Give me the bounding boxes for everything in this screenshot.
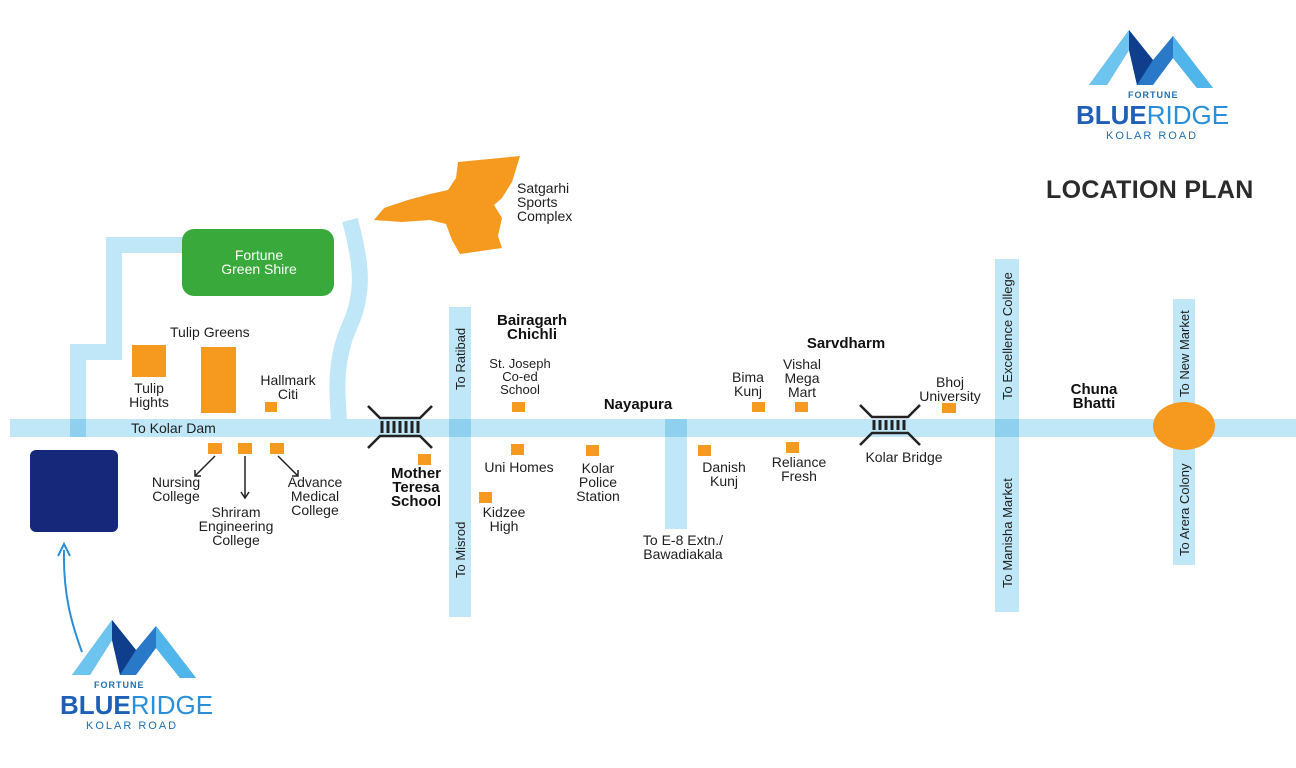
road-to-fortune-green-shire xyxy=(70,237,185,420)
label-sarvdharm: Sarvdharm xyxy=(806,335,886,352)
advance-medical-marker xyxy=(270,443,284,454)
label-hallmark-citi: Hallmark Citi xyxy=(260,372,316,402)
label-tulip-hights: Tulip Hights xyxy=(129,380,169,410)
label-vishal-mega-mart: Vishal Mega Mart xyxy=(783,356,821,400)
road-ratibad-misrod xyxy=(449,307,471,617)
label-to-arera-colony: To Arera Colony xyxy=(1177,463,1192,557)
label-st-joseph: St. Joseph Co-ed School xyxy=(489,356,551,397)
label-fortune-green-shire: Fortune Green Shire xyxy=(221,247,297,277)
satgarhi-sports-complex-area xyxy=(374,156,520,254)
logo-top-text: FORTUNE xyxy=(1128,90,1179,100)
logo-brand-ridge: RIDGE xyxy=(130,690,214,720)
label-to-misrod: To Misrod xyxy=(453,521,468,578)
label-danish-kunj: Danish Kunj xyxy=(702,459,746,489)
mother-teresa-marker xyxy=(418,454,431,465)
page-title: LOCATION PLAN xyxy=(1046,176,1254,204)
logo-sub-text: KOLAR ROAD xyxy=(86,720,179,732)
logo-top-text: FORTUNE xyxy=(94,680,145,690)
arrow-icon xyxy=(62,549,83,653)
label-bhoj-university: Bhoj University xyxy=(919,374,981,404)
junction xyxy=(449,419,471,437)
label-advance-medical: Advance Medical College xyxy=(287,474,343,518)
hallmark-citi-marker xyxy=(265,402,277,412)
kidzee-high-marker xyxy=(479,492,492,503)
arrow-icon xyxy=(194,455,299,500)
st-joseph-marker xyxy=(512,402,525,412)
fortune-blueridge-site xyxy=(30,450,118,532)
logo-brand: BLUERIDGE xyxy=(1076,100,1229,131)
label-satgarhi: Satgarhi Sports Complex xyxy=(517,180,573,224)
label-kidzee-high: Kidzee High xyxy=(482,504,526,534)
bima-kunj-marker xyxy=(752,402,765,412)
arrow-icon xyxy=(57,541,71,557)
label-to-ratibad: To Ratibad xyxy=(453,327,468,390)
logo-bottom-left: FORTUNE BLUERIDGE KOLAR ROAD xyxy=(54,680,224,740)
nursing-college-marker xyxy=(208,443,222,454)
logo-top-right: FORTUNE BLUERIDGE KOLAR ROAD xyxy=(1070,90,1240,150)
label-bairagarh-chichli: Bairagarh Chichli xyxy=(496,312,568,343)
kolar-police-marker xyxy=(586,445,599,456)
logo-brand-blue: BLUE xyxy=(1076,100,1147,130)
label-to-e8: To E-8 Extn./ Bawadiakala xyxy=(642,532,724,562)
chuna-bhatti-roundabout xyxy=(1153,402,1215,450)
junction xyxy=(995,419,1019,437)
bridge-icon xyxy=(367,405,433,449)
markers xyxy=(132,345,956,503)
label-reliance-fresh: Reliance Fresh xyxy=(771,454,827,484)
tulip-greens-marker xyxy=(201,347,236,413)
fortune-green-shire-area xyxy=(182,229,334,296)
label-to-kolar-dam: To Kolar Dam xyxy=(131,420,216,436)
label-uni-homes: Uni Homes xyxy=(484,459,554,475)
label-kolar-police: Kolar Police Station xyxy=(576,460,620,504)
bridge-icon xyxy=(859,404,921,446)
vishal-mega-mart-marker xyxy=(795,402,808,412)
label-nursing-college: Nursing College xyxy=(151,474,201,504)
logo-brand: BLUERIDGE xyxy=(60,690,213,721)
tulip-hights-marker xyxy=(132,345,166,377)
label-to-manisha-market: To Manisha Market xyxy=(1000,478,1015,588)
label-tulip-greens: Tulip Greens xyxy=(170,324,250,340)
label-bima-kunj: Bima Kunj xyxy=(732,369,764,399)
label-kolar-bridge: Kolar Bridge xyxy=(865,449,943,465)
label-to-excellence-college: To Excellence College xyxy=(1000,272,1015,400)
label-shriram-college: Shriram Engineering College xyxy=(198,504,274,548)
logo-brand-blue: BLUE xyxy=(60,690,131,720)
label-chuna-bhatti: Chuna Bhatti xyxy=(1070,381,1118,412)
uni-homes-marker xyxy=(511,444,524,455)
logo-sub-text: KOLAR ROAD xyxy=(1106,130,1199,142)
logo-brand-ridge: RIDGE xyxy=(1146,100,1230,130)
main-road-kolar xyxy=(10,419,1296,437)
junction xyxy=(70,419,86,437)
junction xyxy=(665,419,687,437)
shriram-college-marker xyxy=(238,443,252,454)
bhoj-university-marker xyxy=(942,403,956,413)
blueridge-mountain-icon xyxy=(1089,30,1213,88)
label-nayapura: Nayapura xyxy=(603,396,673,413)
label-to-new-market: To New Market xyxy=(1177,310,1192,397)
label-mother-teresa: Mother Teresa School xyxy=(390,465,441,510)
danish-kunj-marker xyxy=(698,445,711,456)
road-to-satgarhi xyxy=(329,217,368,421)
reliance-fresh-marker xyxy=(786,442,799,453)
road-e8-extn xyxy=(665,419,687,529)
blueridge-mountain-icon xyxy=(72,620,196,678)
